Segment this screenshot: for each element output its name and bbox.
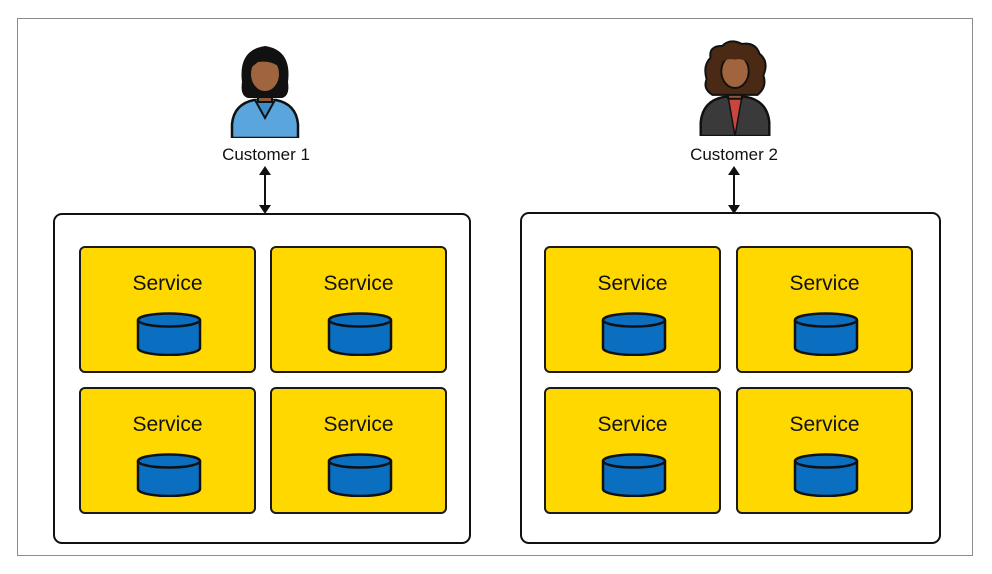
service-label: Service <box>789 272 860 295</box>
service-label: Service <box>597 413 668 436</box>
database-icon <box>793 312 859 356</box>
customer-2-avatar-icon <box>699 40 771 136</box>
service-label: Service <box>597 272 668 295</box>
database-icon <box>327 453 393 497</box>
service-label: Service <box>132 413 203 436</box>
service-box: Service <box>736 246 913 373</box>
service-box: Service <box>736 387 913 514</box>
customer-1-connection-arrow <box>259 166 271 214</box>
service-box: Service <box>270 246 447 373</box>
service-label: Service <box>323 272 394 295</box>
customer-2-label: Customer 2 <box>690 145 778 164</box>
customer-1-avatar-icon <box>230 46 300 138</box>
service-box: Service <box>270 387 447 514</box>
service-label: Service <box>132 272 203 295</box>
database-icon <box>793 453 859 497</box>
service-box: Service <box>79 246 256 373</box>
service-box: Service <box>79 387 256 514</box>
service-box: Service <box>544 246 721 373</box>
database-icon <box>136 312 202 356</box>
database-icon <box>601 312 667 356</box>
customer-1-label: Customer 1 <box>222 145 310 164</box>
database-icon <box>327 312 393 356</box>
service-label: Service <box>323 413 394 436</box>
service-box: Service <box>544 387 721 514</box>
database-icon <box>136 453 202 497</box>
service-label: Service <box>789 413 860 436</box>
customer-2-connection-arrow <box>728 166 740 214</box>
database-icon <box>601 453 667 497</box>
